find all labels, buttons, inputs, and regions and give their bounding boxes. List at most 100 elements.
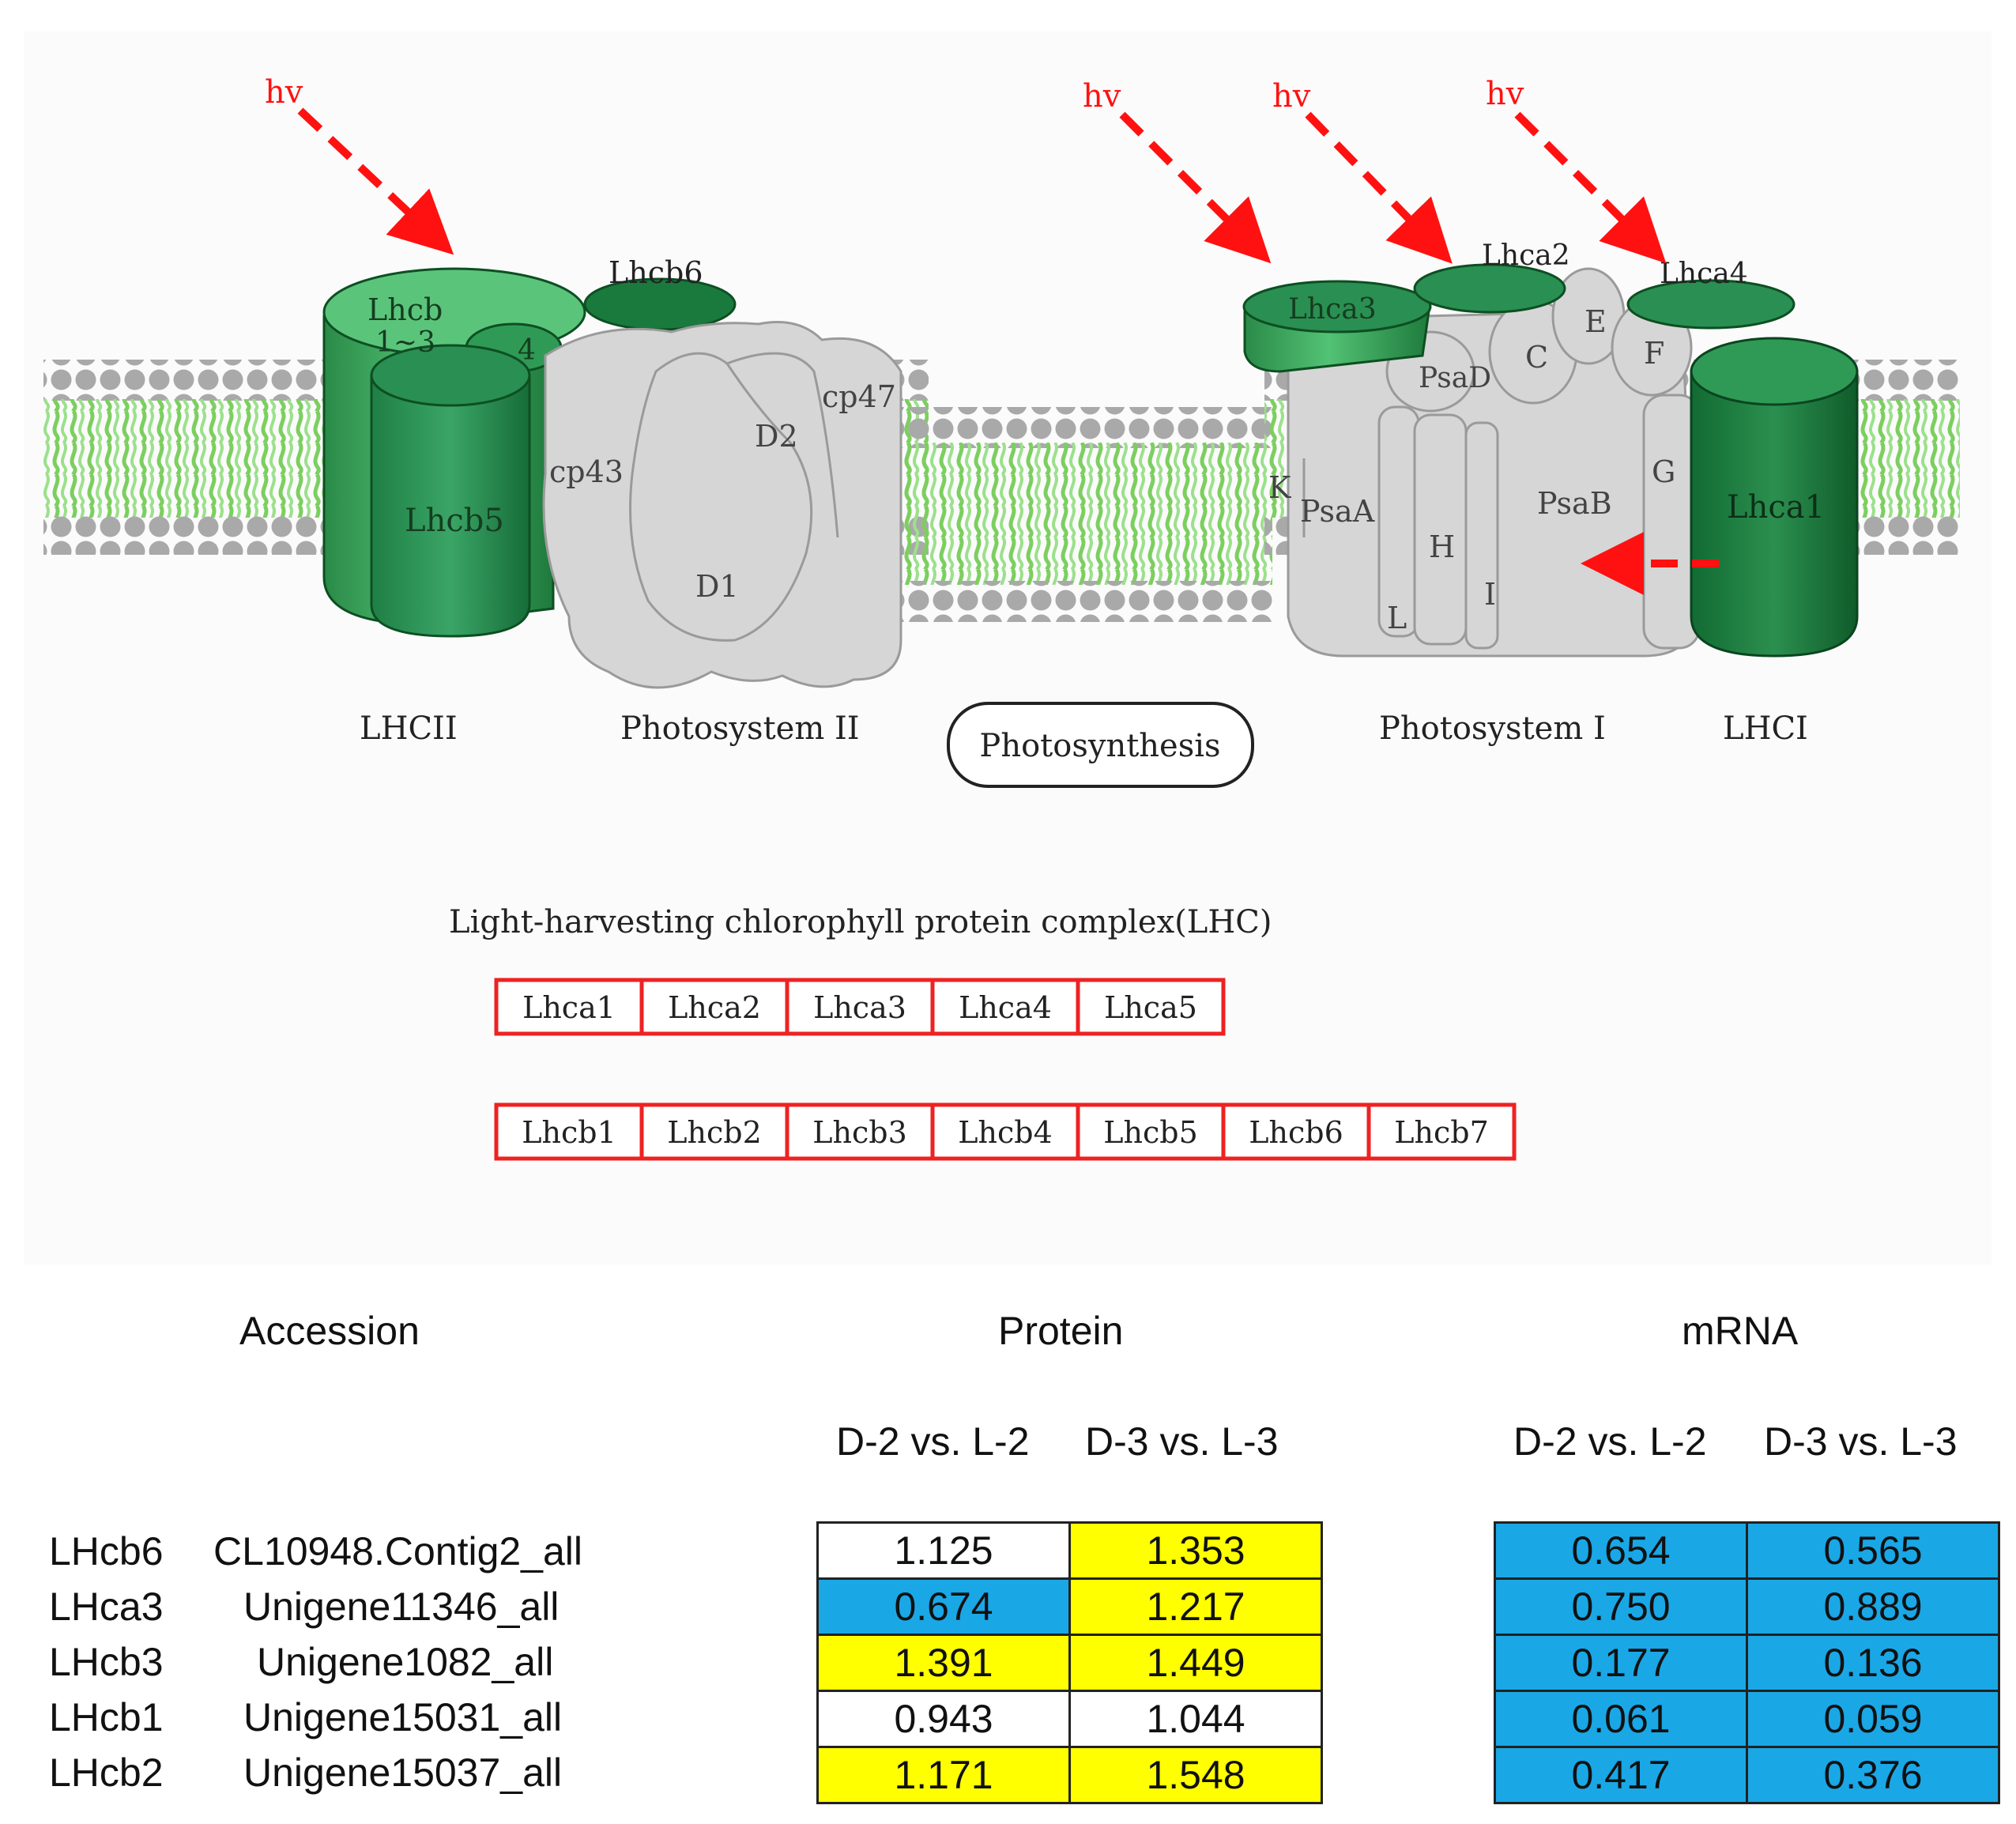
lhc-title: Light-harvesting chlorophyll protein com…	[449, 904, 1272, 940]
gene-name: LHcb3	[49, 1640, 164, 1684]
cp47-label: cp47	[822, 379, 896, 414]
mrna-ratio-table: 0.654 0.565 0.750 0.889 0.177 0.136 0.06…	[1494, 1521, 2000, 1804]
photosynthesis-pathway-diagram: Lhcb 1~3 4 Lhcb5 Lhcb6 cp43 cp47 D2 D1 P…	[24, 32, 1992, 1264]
protein-comparison-d3: D-3 vs. L-3	[1085, 1419, 1279, 1464]
table-row: 0.654 0.565	[1494, 1521, 2000, 1580]
i-label: I	[1484, 577, 1496, 612]
protein-ratio-cell: 0.943	[816, 1690, 1071, 1748]
lhcii-complex	[322, 267, 737, 638]
psad-label: PsaD	[1419, 362, 1491, 394]
d2-label: D2	[755, 419, 798, 454]
lhca1-label: Lhca1	[1727, 489, 1825, 526]
mrna-ratio-cell: 0.376	[1746, 1746, 2000, 1804]
lhca1-box[interactable]: Lhca1	[522, 990, 616, 1025]
protein-ratio-cell: 1.353	[1068, 1521, 1323, 1580]
lhca2-label: Lhca2	[1482, 239, 1570, 272]
lhca-box-row	[494, 978, 1226, 1036]
cp43-label: cp43	[549, 454, 624, 489]
table-row: 0.061 0.059	[1494, 1690, 2000, 1748]
protein-ratio-cell: 1.171	[816, 1746, 1071, 1804]
lhcii-group-label: LHCII	[360, 710, 458, 747]
g-label: G	[1652, 454, 1675, 489]
light-arrow-lhca3	[1119, 111, 1272, 264]
f-label: F	[1644, 336, 1664, 371]
gene-name: LHcb2	[49, 1751, 164, 1795]
lhcb7-box[interactable]: Lhcb7	[1394, 1115, 1489, 1150]
psaa-label: PsaA	[1300, 494, 1375, 529]
accession-id: Unigene11346_all	[243, 1585, 560, 1629]
lhca4-label: Lhca4	[1660, 258, 1748, 290]
lhcb5-label: Lhcb5	[405, 503, 504, 539]
mrna-ratio-cell: 0.889	[1746, 1577, 2000, 1636]
protein-ratio-cell: 1.548	[1068, 1746, 1323, 1804]
lhcb-box-row	[494, 1102, 1517, 1161]
accession-id: Unigene15031_all	[243, 1695, 563, 1739]
e-label: E	[1585, 304, 1607, 339]
mrna-ratio-cell: 0.565	[1746, 1521, 2000, 1580]
gene-name: LHcb6	[49, 1529, 164, 1573]
lhcb4-box[interactable]: Lhcb4	[958, 1115, 1053, 1150]
protein-ratio-cell: 1.449	[1068, 1634, 1323, 1692]
l-label: L	[1387, 601, 1407, 635]
protein-comparison-d2: D-2 vs. L-2	[836, 1419, 1030, 1464]
psii-group-label: Photosystem II	[620, 710, 860, 747]
k-label: K	[1268, 470, 1291, 505]
photosynthesis-map-link[interactable]: Photosynthesis	[947, 702, 1254, 788]
mrna-ratio-cell: 0.059	[1746, 1690, 2000, 1748]
protein-ratio-cell: 0.674	[816, 1577, 1071, 1636]
lhca3-label: Lhca3	[1288, 293, 1377, 326]
protein-ratio-cell: 1.125	[816, 1521, 1071, 1580]
light-label-2: hv	[1083, 78, 1121, 115]
protein-heading: Protein	[998, 1309, 1124, 1353]
lhcb5-box[interactable]: Lhcb5	[1103, 1115, 1198, 1150]
light-label-4: hv	[1486, 76, 1524, 112]
table-row: 0.177 0.136	[1494, 1634, 2000, 1692]
light-label-3: hv	[1272, 78, 1311, 115]
accession-id: Unigene1082_all	[257, 1640, 554, 1684]
protein-ratio-cell: 1.044	[1068, 1690, 1323, 1748]
mrna-ratio-cell: 0.750	[1494, 1577, 1748, 1636]
mrna-ratio-cell: 0.061	[1494, 1690, 1748, 1748]
mrna-ratio-cell: 0.417	[1494, 1746, 1748, 1804]
table-row: 0.750 0.889	[1494, 1577, 2000, 1636]
accession-heading: Accession	[239, 1309, 420, 1353]
psab-label: PsaB	[1537, 486, 1612, 521]
light-arrows	[297, 107, 1719, 595]
lhca2-box[interactable]: Lhca2	[668, 990, 761, 1025]
mrna-ratio-cell: 0.654	[1494, 1521, 1748, 1580]
lhca3-complex	[1242, 280, 1432, 373]
photosystem-ii-complex	[542, 321, 902, 689]
lhca1-complex	[1690, 337, 1859, 658]
lhcb13-sublabel: 1~3	[375, 326, 435, 359]
lhca4-box[interactable]: Lhca4	[959, 990, 1052, 1025]
protein-ratio-cell: 1.391	[816, 1634, 1071, 1692]
lhcb3-box[interactable]: Lhcb3	[812, 1115, 907, 1150]
accession-id: Unigene15037_all	[243, 1751, 563, 1795]
mrna-ratio-cell: 0.177	[1494, 1634, 1748, 1692]
lhcb1-box[interactable]: Lhcb1	[522, 1115, 616, 1150]
mrna-comparison-d3: D-3 vs. L-3	[1764, 1419, 1958, 1464]
accession-id: CL10948.Contig2_all	[213, 1529, 583, 1573]
table-row: 1.171 1.548	[816, 1746, 1323, 1804]
mrna-heading: mRNA	[1682, 1309, 1799, 1353]
lhcb6-label: Lhcb6	[609, 255, 703, 290]
c-label: C	[1525, 340, 1548, 375]
table-row: 1.391 1.449	[816, 1634, 1323, 1692]
lhca5-box[interactable]: Lhca5	[1104, 990, 1197, 1025]
light-arrow-lhcii	[297, 107, 454, 255]
diagram-background	[24, 32, 1992, 1264]
lhcb2-box[interactable]: Lhcb2	[667, 1115, 762, 1150]
table-row: 0.674 1.217	[816, 1577, 1323, 1636]
lhca3-box[interactable]: Lhca3	[813, 990, 906, 1025]
lhcb13-label: Lhcb	[367, 292, 443, 327]
h-label: H	[1429, 529, 1455, 564]
light-arrow-lhca2	[1305, 111, 1453, 264]
protein-ratio-table: 1.125 1.353 0.674 1.217 1.391 1.449 0.94…	[816, 1521, 1323, 1804]
d1-label: D1	[695, 569, 739, 604]
lhci-group-label: LHCI	[1723, 710, 1808, 747]
lhcb6-box[interactable]: Lhcb6	[1249, 1115, 1343, 1150]
mrna-comparison-d2: D-2 vs. L-2	[1513, 1419, 1707, 1464]
lhca4-complex	[1626, 279, 1796, 330]
light-label-1: hv	[265, 74, 303, 111]
photosynthesis-map-link-label: Photosynthesis	[979, 728, 1220, 764]
